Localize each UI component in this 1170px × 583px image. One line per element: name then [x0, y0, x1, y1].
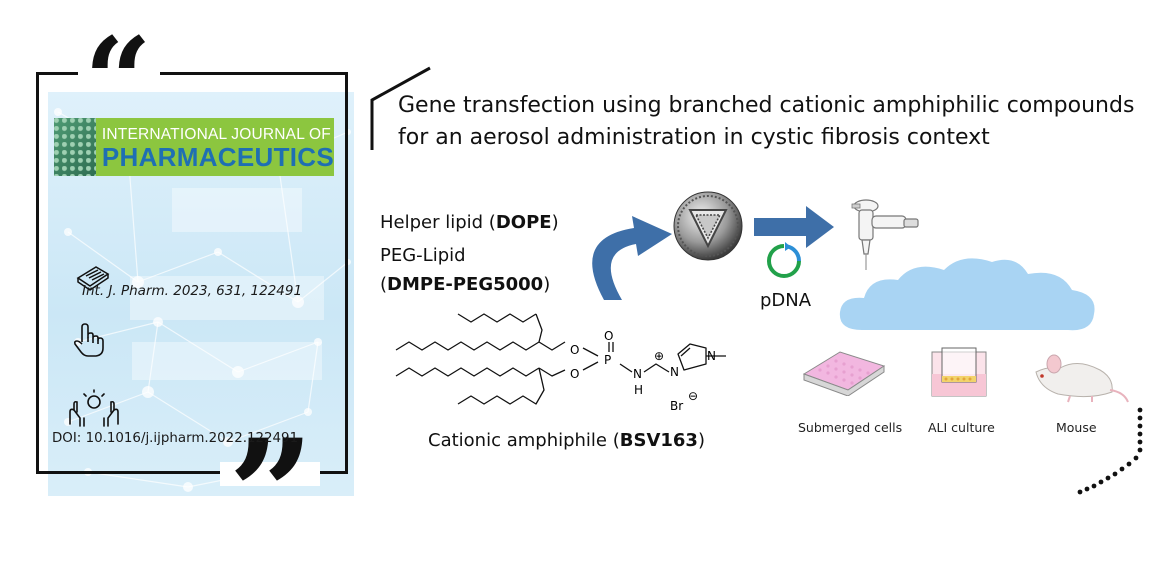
bsv163-structure: O O P O N H ⊕ N N Br ⊖	[395, 313, 726, 413]
frame-gap	[220, 462, 320, 486]
helper-lipid-name: DOPE	[495, 212, 552, 233]
atom-o: O	[570, 367, 579, 381]
mouse-label: Mouse	[1056, 420, 1097, 435]
nebulizer-icon	[851, 199, 919, 270]
peg-lipid-name-label: (DMPE-PEG5000)	[380, 274, 550, 295]
newspaper-icon	[76, 266, 110, 291]
citation: Int. J. Pharm. 2023, 631, 122491	[82, 283, 303, 299]
close-quote-mark: ”	[228, 407, 315, 583]
open-quote-mark: “	[84, 11, 152, 150]
pdna-label: pDNA	[760, 290, 812, 311]
card-panel	[132, 342, 322, 380]
atom-o: O	[570, 343, 579, 357]
atom-o: O	[604, 329, 613, 343]
ali-culture-label: ALI culture	[928, 420, 995, 435]
card-panel	[172, 188, 302, 232]
graphical-abstract-title: Gene transfection using branched cationi…	[398, 93, 1135, 150]
plasmid-icon	[767, 242, 801, 278]
journal-name-line2: PHARMACEUTICS	[101, 142, 334, 172]
lightbulb-hands-icon	[69, 389, 119, 427]
charge-minus-icon: ⊖	[688, 389, 698, 403]
peg-lipid-label: PEG-Lipid	[380, 245, 466, 266]
banner-text-block: INTERNATIONAL JOURNAL OF PHARMACEUTICS	[95, 118, 334, 176]
card-panel	[130, 276, 324, 320]
counterion-br: Br	[670, 399, 683, 413]
helper-lipid-prefix: Helper lipid (	[380, 212, 496, 233]
straight-arrow	[754, 206, 834, 248]
peg-lipid-prefix: (	[380, 274, 388, 295]
atom-n: N	[633, 367, 642, 381]
charge-plus-icon: ⊕	[654, 349, 664, 363]
molecule-caption: Cationic amphiphile (BSV163)	[428, 430, 705, 451]
mouse-icon	[1035, 354, 1129, 403]
molecule-caption-suffix: )	[697, 430, 705, 451]
quote-frame	[36, 72, 348, 474]
dotted-corner	[1077, 407, 1143, 495]
liposome-icon	[673, 191, 743, 261]
title-bracket	[370, 66, 431, 150]
journal-name-line1: INTERNATIONAL JOURNAL OF	[101, 126, 331, 143]
atom-n: N	[670, 365, 679, 379]
submerged-cells-label: Submerged cells	[798, 420, 903, 435]
molecule-caption-prefix: Cationic amphiphile (	[428, 430, 620, 451]
molecule-caption-name: BSV163	[619, 430, 698, 451]
doi-link[interactable]: DOI: 10.1016/j.ijpharm.2022.122491	[52, 431, 299, 446]
atom-p: P	[604, 353, 611, 367]
curved-arrow	[592, 216, 672, 300]
banner-texture	[54, 118, 96, 176]
transwell-icon	[931, 347, 987, 397]
aerosol-cloud	[839, 258, 1095, 331]
journal-banner[interactable]: INTERNATIONAL JOURNAL OF PHARMACEUTICS	[54, 118, 334, 176]
helper-lipid-suffix: )	[551, 212, 559, 233]
helper-lipid-label: Helper lipid (DOPE)	[380, 212, 559, 233]
frame-gap	[78, 62, 160, 84]
hand-pointer-icon[interactable]	[70, 322, 106, 358]
well-plate-icon	[802, 351, 886, 396]
atom-h: H	[634, 383, 643, 397]
atom-n: N	[707, 349, 716, 363]
peg-lipid-name: DMPE-PEG5000	[387, 274, 544, 295]
peg-lipid-suffix: )	[543, 274, 551, 295]
